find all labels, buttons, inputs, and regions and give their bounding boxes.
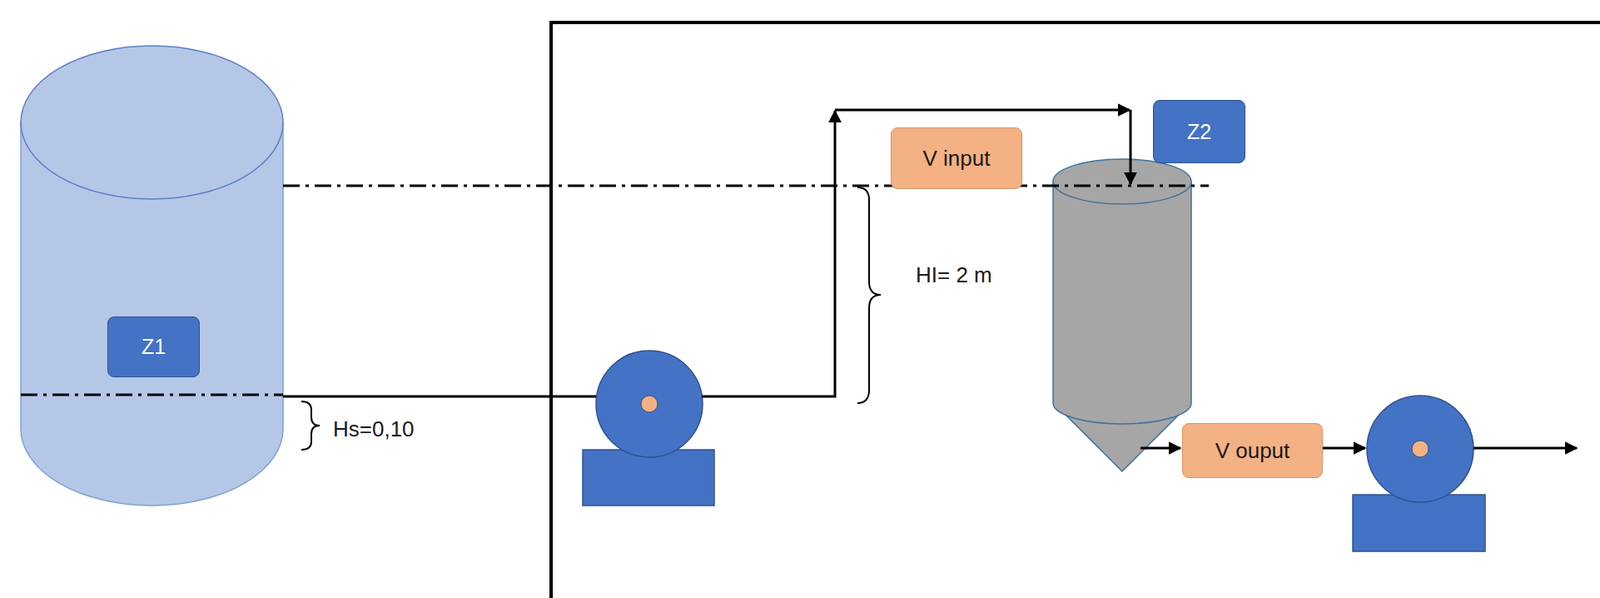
- box-text: Z2: [1187, 119, 1212, 145]
- settling-tank: [1053, 159, 1192, 472]
- level-line: [20, 393, 284, 397]
- velocity-box: V input: [890, 127, 1023, 189]
- zone-box: Z1: [107, 316, 200, 378]
- dimension-brace: [301, 401, 320, 450]
- outlet-pipe: [1140, 447, 1181, 450]
- box-text: V ouput: [1215, 437, 1291, 464]
- feed-pump: [582, 350, 715, 506]
- discharge-pump: [1352, 395, 1486, 552]
- velocity-box: V ouput: [1182, 422, 1323, 478]
- dimension-brace: [857, 187, 881, 403]
- delivery-pipe: [1129, 109, 1133, 184]
- suction-pipe: [283, 395, 597, 398]
- delivery-pipe: [701, 110, 835, 397]
- dimension-label: HI= 2 m: [915, 262, 993, 289]
- delivery-pipe: [834, 109, 1130, 112]
- plant-boundary: [551, 22, 1600, 598]
- dimension-label: Hs=0,10: [332, 416, 415, 443]
- storage-tank: [20, 45, 284, 506]
- zone-box: Z2: [1152, 99, 1246, 164]
- outlet-pipe: [1473, 447, 1577, 450]
- box-text: V input: [923, 145, 991, 172]
- box-text: Z1: [141, 334, 166, 359]
- outlet-pipe: [1322, 447, 1366, 450]
- level-line: [283, 184, 1209, 188]
